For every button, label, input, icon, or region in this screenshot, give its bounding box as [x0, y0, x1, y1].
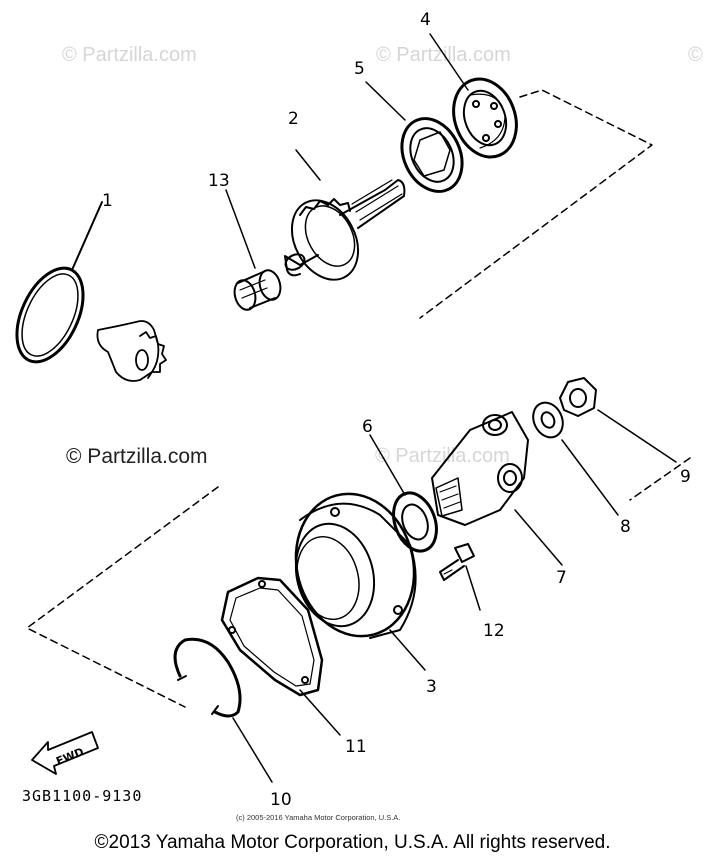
part-8-washer — [532, 401, 619, 516]
watermark-top-left: © Partzilla.com — [62, 44, 197, 66]
part-7-housing — [431, 411, 563, 566]
callout-10: 10 — [270, 790, 292, 810]
part-13-needle-bearing — [225, 189, 282, 311]
callout-5: 5 — [354, 59, 365, 79]
part-11-gasket — [220, 576, 341, 736]
callout-1: 1 — [102, 191, 113, 211]
part-3-cover — [294, 492, 426, 671]
reference-gear — [96, 320, 167, 382]
part-1-ring — [15, 201, 103, 364]
small-copyright: (c) 2005-2016 Yamaha Motor Corporation, … — [236, 813, 401, 822]
callout-3: 3 — [426, 677, 437, 697]
part-4-ball-bearing — [429, 33, 518, 159]
fwd-arrow-icon — [31, 731, 99, 775]
callout-4: 4 — [420, 10, 431, 30]
fwd-label: FWD — [54, 745, 86, 768]
part-5-oil-seal — [365, 81, 464, 193]
assembly-boundary — [26, 89, 691, 708]
diagram-code: 3GB1100-9130 — [22, 787, 143, 805]
callout-7: 7 — [556, 568, 567, 588]
callout-12: 12 — [483, 621, 505, 641]
part-2-gear-shaft — [284, 149, 406, 281]
callout-6: 6 — [362, 417, 373, 437]
part-12-bolt — [439, 543, 481, 611]
part-9-nut — [559, 377, 677, 463]
watermark-top-right: © — [688, 44, 703, 66]
watermark-mid-left: © Partzilla.com — [66, 445, 208, 468]
callout-9: 9 — [680, 467, 691, 487]
callout-11: 11 — [345, 737, 367, 757]
part-6-bearing — [369, 434, 438, 553]
copyright-footer: ©2013 Yamaha Motor Corporation, U.S.A. A… — [94, 832, 611, 853]
callout-13: 13 — [208, 171, 230, 191]
part-10-circlip — [173, 637, 273, 783]
watermark-mid-center: © Partzilla.com — [375, 445, 510, 467]
callout-8: 8 — [620, 517, 631, 537]
callout-2: 2 — [288, 109, 299, 129]
